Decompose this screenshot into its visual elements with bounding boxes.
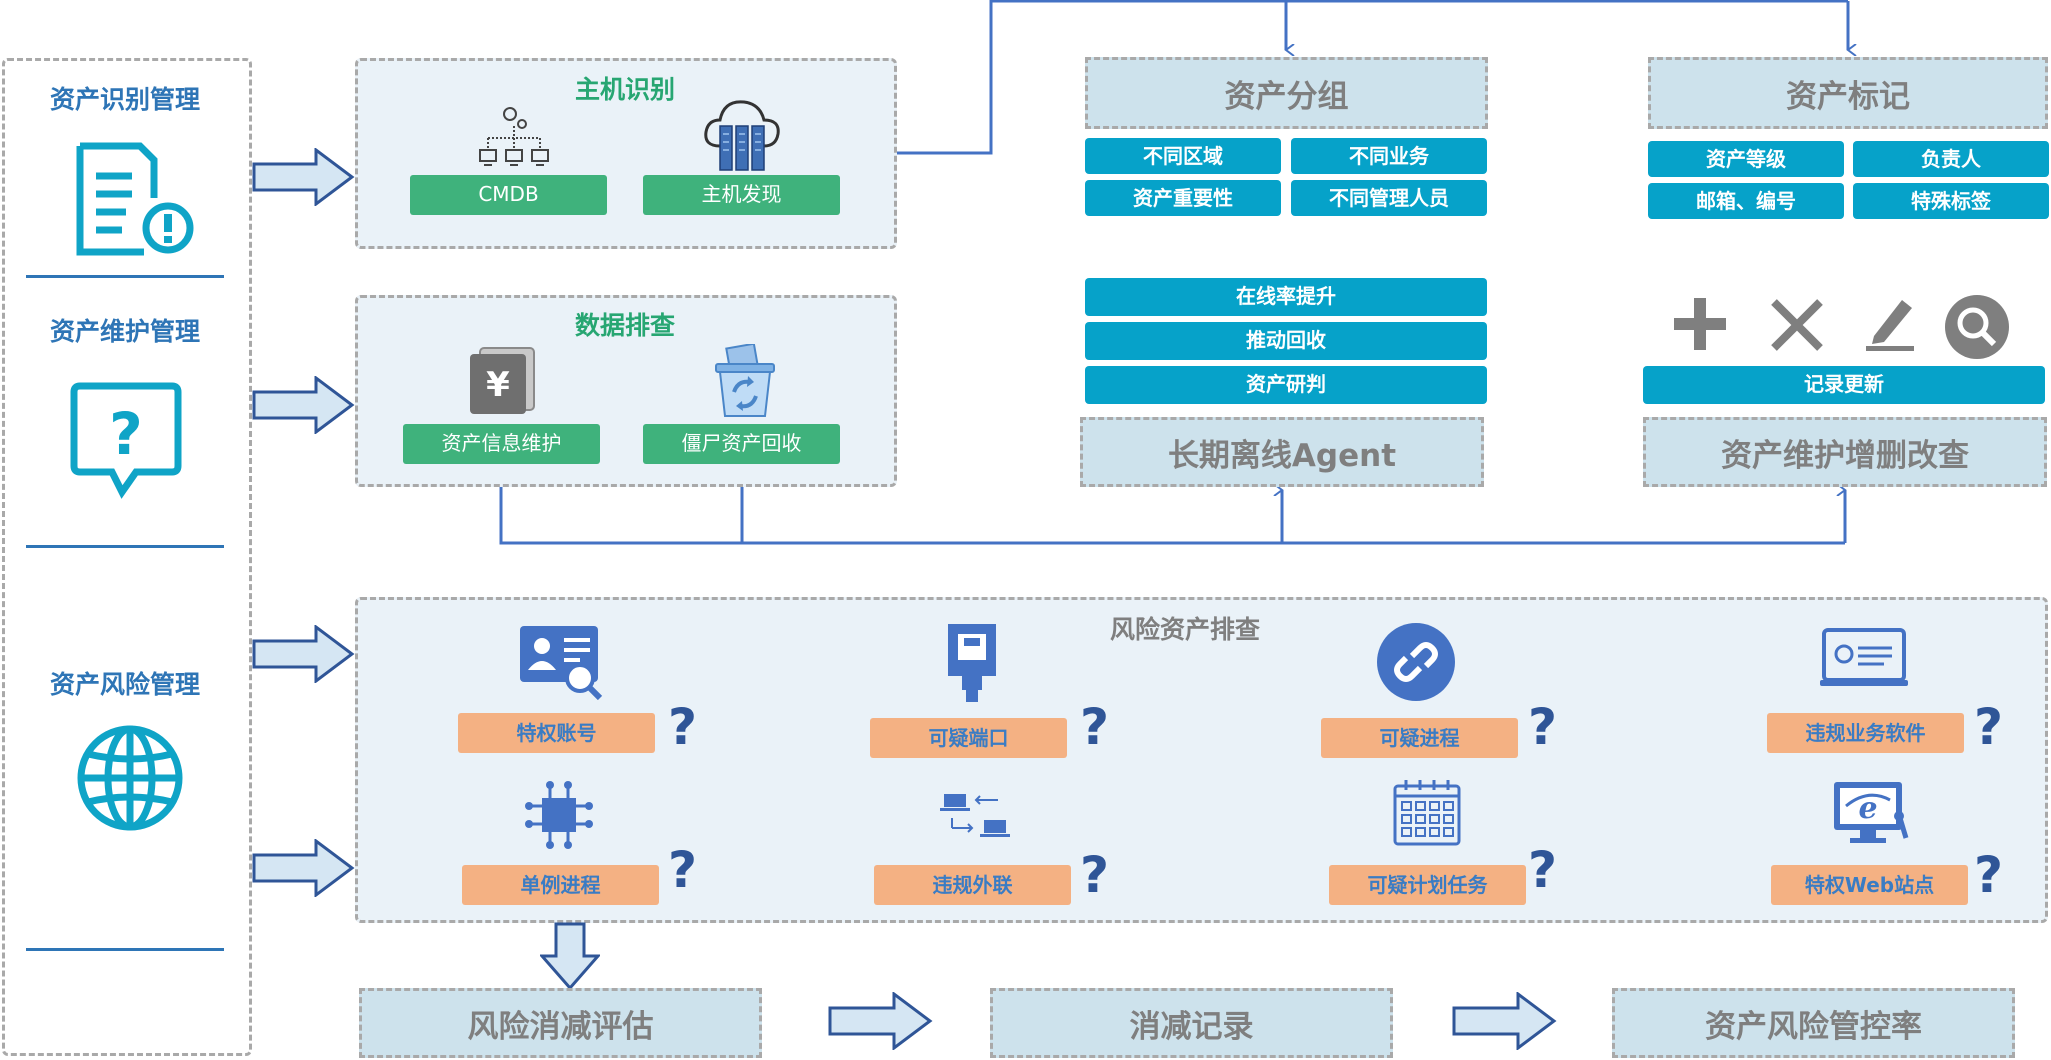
host-identification-panel [355, 58, 897, 249]
data-panel-title: 数据排查 [574, 311, 675, 340]
svg-text:?: ? [109, 400, 143, 468]
tag-special-label[interactable]: 特殊标签 [1853, 183, 2049, 219]
network-port-icon [942, 620, 1002, 702]
suspicious-port-button[interactable]: 可疑端口 [870, 718, 1067, 758]
privileged-web-site-button[interactable]: 特权Web站点 [1771, 865, 1968, 905]
document-alert-icon [72, 140, 196, 258]
globe-icon [76, 724, 184, 832]
suspicious-scheduled-task-button[interactable]: 可疑计划任务 [1329, 865, 1526, 905]
question-mark-icon: ? [668, 698, 698, 756]
software-window-icon [1818, 626, 1910, 690]
violating-outbound-button[interactable]: 违规外联 [874, 865, 1071, 905]
tag-owner[interactable]: 负责人 [1853, 141, 2049, 177]
singleton-process-button[interactable]: 单例进程 [462, 865, 659, 905]
question-mark-icon: ? [1528, 698, 1558, 756]
question-mark-icon: ? [1528, 841, 1558, 899]
category-asset-risk: 资产风险管理 [49, 670, 200, 699]
zombie-asset-recycle-button[interactable]: 僵尸资产回收 [643, 424, 840, 464]
tag-different-managers[interactable]: 不同管理人员 [1291, 180, 1487, 216]
violating-software-button[interactable]: 违规业务软件 [1767, 713, 1964, 753]
asset-risk-control-rate-box: 资产风险管控率 [1612, 988, 2015, 1058]
svg-text:e: e [1858, 791, 1877, 826]
right-arrow-icon [252, 839, 355, 897]
question-mark-icon: ? [1080, 698, 1110, 756]
plus-icon[interactable] [1672, 296, 1728, 352]
laptop-transfer-icon [938, 790, 1012, 840]
category-asset-maintenance: 资产维护管理 [49, 317, 200, 346]
action-asset-assessment[interactable]: 资产研判 [1085, 366, 1487, 404]
host-discovery-button[interactable]: 主机发现 [643, 175, 840, 215]
question-mark-icon: ? [668, 841, 698, 899]
reduction-record-box: 消减记录 [990, 988, 1393, 1058]
suspicious-process-button[interactable]: 可疑进程 [1321, 718, 1518, 758]
category-divider [26, 545, 224, 548]
calendar-icon [1392, 778, 1462, 848]
left-category-column [2, 58, 252, 1056]
right-arrow-icon [252, 148, 355, 206]
asset-crud-box: 资产维护增删改查 [1643, 417, 2047, 487]
host-panel-title: 主机识别 [574, 75, 675, 104]
record-update-button[interactable]: 记录更新 [1643, 366, 2045, 404]
right-arrow-icon [1452, 992, 1557, 1050]
network-topology-icon [476, 102, 552, 170]
category-divider [26, 275, 224, 278]
tag-email-number[interactable]: 邮箱、编号 [1648, 183, 1844, 219]
risk-reduction-assessment-box: 风险消减评估 [359, 988, 762, 1058]
action-online-rate[interactable]: 在线率提升 [1085, 278, 1487, 316]
help-chat-icon: ? [68, 382, 184, 500]
question-mark-icon: ? [1974, 846, 2004, 904]
yen-document-icon: ¥ [466, 344, 538, 416]
category-asset-identification: 资产识别管理 [49, 85, 200, 114]
process-link-icon [1376, 622, 1456, 702]
svg-text:¥: ¥ [486, 365, 510, 405]
search-icon[interactable] [1944, 294, 2010, 360]
privileged-account-button[interactable]: 特权账号 [458, 713, 655, 753]
recycle-bin-icon [710, 344, 780, 420]
right-arrow-icon [252, 625, 355, 683]
right-arrow-icon [252, 376, 355, 434]
chip-icon [524, 780, 594, 850]
right-arrow-icon [828, 992, 933, 1050]
web-ie-icon: e [1830, 778, 1910, 850]
id-card-search-icon [518, 622, 604, 700]
action-push-recycle[interactable]: 推动回收 [1085, 322, 1487, 360]
tag-different-business[interactable]: 不同业务 [1291, 138, 1487, 174]
risk-panel-title: 风险资产排查 [1110, 615, 1261, 644]
offline-agent-box: 长期离线Agent [1080, 417, 1484, 487]
asset-info-maintenance-button[interactable]: 资产信息维护 [403, 424, 600, 464]
question-mark-icon: ? [1974, 698, 2004, 756]
cloud-server-icon [702, 96, 782, 174]
tag-asset-importance[interactable]: 资产重要性 [1085, 180, 1281, 216]
edit-icon[interactable] [1862, 296, 1918, 352]
asset-group-box: 资产分组 [1085, 57, 1488, 129]
close-icon[interactable] [1770, 298, 1824, 352]
tag-asset-level[interactable]: 资产等级 [1648, 141, 1844, 177]
category-divider [26, 948, 224, 951]
tag-different-regions[interactable]: 不同区域 [1085, 138, 1281, 174]
question-mark-icon: ? [1080, 846, 1110, 904]
cmdb-button[interactable]: CMDB [410, 175, 607, 215]
asset-mark-box: 资产标记 [1648, 57, 2048, 129]
down-arrow-icon [540, 922, 600, 990]
